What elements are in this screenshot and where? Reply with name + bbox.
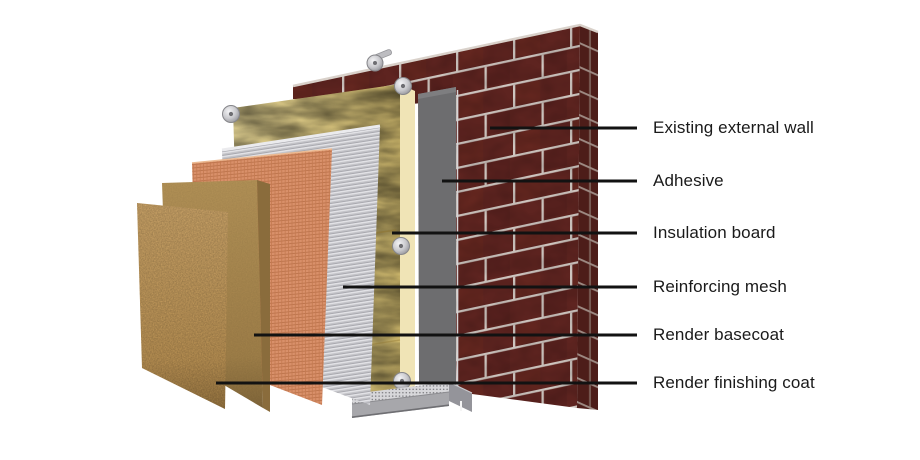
label-adhesive: Adhesive	[653, 171, 724, 190]
label-render-finishing-coat: Render finishing coat	[653, 373, 815, 392]
ribbed-render-top-edge	[221, 124, 381, 152]
label-insulation-board: Insulation board	[653, 223, 776, 242]
starter-track	[351, 381, 473, 418]
render-finishing-coat-layer	[137, 203, 228, 409]
insulation-fixing-dowel-floating	[366, 49, 392, 72]
render-basecoat-side-face	[257, 180, 270, 412]
label-reinforcing-mesh: Reinforcing mesh	[653, 277, 787, 296]
brick-wall-side-face	[577, 25, 598, 410]
brick-wall-top-highlight	[292, 23, 599, 88]
adhesive-layer	[418, 87, 456, 392]
label-render-basecoat: Render basecoat	[653, 325, 784, 344]
leader-lines	[216, 126, 637, 385]
reinforcing-mesh-top-edge	[191, 148, 333, 164]
insulation-fixing-dowels	[222, 77, 412, 390]
label-existing-external-wall: Existing external wall	[653, 118, 814, 137]
